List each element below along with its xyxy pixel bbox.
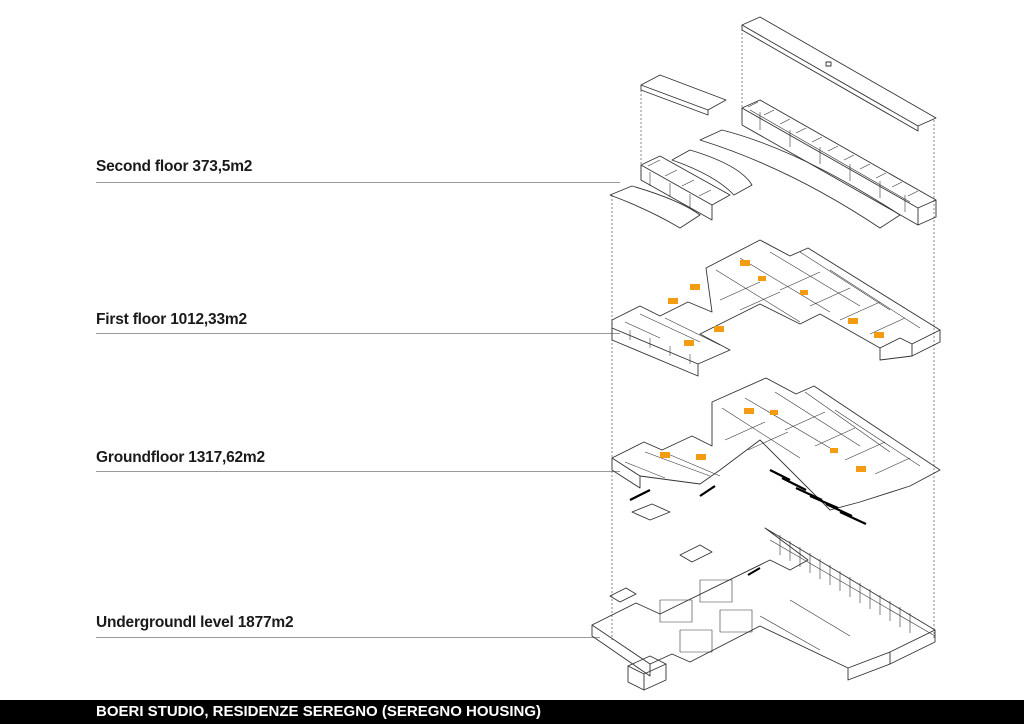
underground-annex	[627, 655, 667, 691]
ground-floor-entry-stairs	[629, 469, 867, 525]
first-floor-leader-line	[96, 333, 620, 334]
alignment-guides	[611, 25, 935, 640]
short-roof-slab	[640, 74, 727, 111]
underground-plate	[591, 527, 936, 669]
underground-level-block	[591, 527, 936, 691]
second-floor-leader-line	[96, 182, 620, 183]
ground-floor-stair-cores	[660, 408, 866, 472]
ground-floor-label: Groundfloor 1317,62m2	[96, 449, 265, 466]
second-floor-long-plate	[741, 99, 937, 209]
second-floor-label: Second floor 373,5m2	[96, 158, 253, 175]
long-roof-slab	[741, 16, 937, 127]
footer-bar: BOERI STUDIO, RESIDENZE SEREGNO (SEREGNO…	[0, 700, 1024, 724]
second-floor-block	[609, 16, 937, 229]
first-floor-plate	[611, 239, 941, 365]
ground-floor-entry-pad	[631, 503, 671, 521]
footer-caption: BOERI STUDIO, RESIDENZE SEREGNO (SEREGNO…	[96, 703, 542, 720]
parking-bays	[769, 535, 936, 637]
ground-floor-plate	[611, 377, 941, 511]
ground-floor-leader-line	[96, 471, 620, 472]
first-floor-label: First floor 1012,33m2	[96, 311, 247, 328]
first-floor-block	[611, 239, 941, 377]
underground-level-leader-line	[96, 637, 600, 638]
first-floor-stair-cores	[668, 260, 884, 346]
ground-floor-block	[611, 377, 941, 525]
second-floor-short-plate	[640, 155, 731, 206]
underground-level-label: Undergroundl level 1877m2	[96, 614, 294, 631]
exploded-axonometric-drawing	[591, 16, 941, 691]
